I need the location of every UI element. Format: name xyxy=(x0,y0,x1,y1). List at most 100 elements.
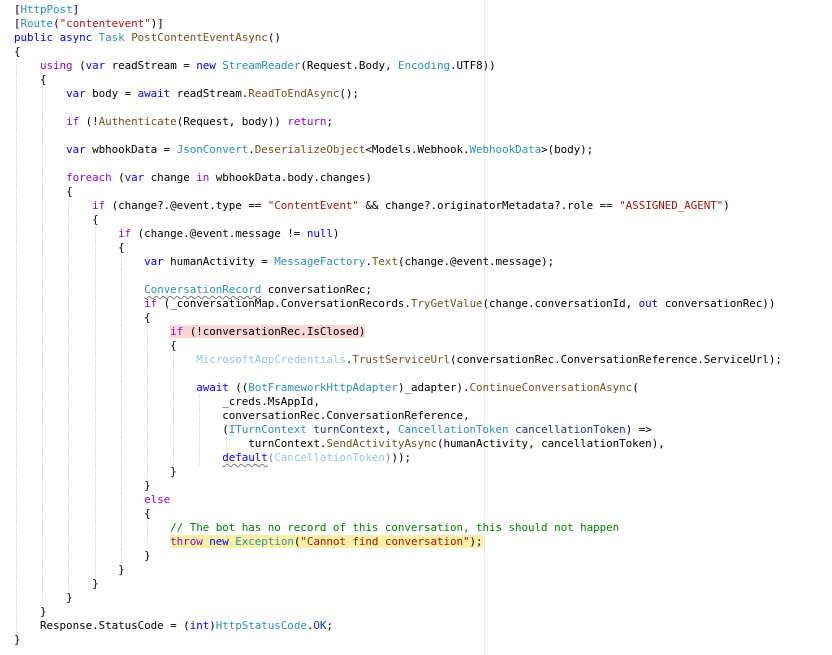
indent-guide xyxy=(42,451,44,465)
indent-guide xyxy=(16,297,17,311)
indent-guide xyxy=(147,521,148,535)
code-line[interactable]: } xyxy=(14,605,782,619)
code-token: readStream = xyxy=(105,59,197,72)
indent-guide xyxy=(68,409,70,423)
indent-guide xyxy=(16,129,17,143)
code-line[interactable]: if (change?.@event.type == "ContentEvent… xyxy=(14,199,782,213)
code-line-content: default(CancellationToken))); xyxy=(14,451,411,464)
code-line[interactable]: throw new Exception("Cannot find convers… xyxy=(14,535,782,549)
code-line[interactable]: { xyxy=(14,311,782,325)
code-line[interactable]: conversationRec.ConversationReference, xyxy=(14,409,782,423)
code-line[interactable]: public async Task PostContentEventAsync(… xyxy=(14,31,782,45)
code-line[interactable] xyxy=(14,269,782,283)
code-line[interactable]: turnContext.SendActivityAsync(humanActiv… xyxy=(14,437,782,451)
code-line[interactable] xyxy=(14,129,782,143)
code-line[interactable]: { xyxy=(14,45,782,59)
indent-guide xyxy=(16,465,17,479)
code-line[interactable]: } xyxy=(14,479,782,493)
code-token: await xyxy=(196,381,229,394)
code-token: } xyxy=(66,591,73,604)
indent-guide xyxy=(42,437,44,451)
code-line[interactable]: [Route("contentevent")] xyxy=(14,17,782,31)
indent-guide xyxy=(16,409,17,423)
code-line[interactable]: { xyxy=(14,73,782,87)
code-token: ( xyxy=(222,423,229,436)
indent-guide xyxy=(225,437,227,451)
code-line[interactable]: if (!Authenticate(Request, body)) return… xyxy=(14,115,782,129)
code-line[interactable]: if (!conversationRec.IsClosed) xyxy=(14,325,782,339)
code-token: "contentevent" xyxy=(59,17,151,30)
indent-guide xyxy=(42,87,44,101)
code-line-content: Response.StatusCode = (int)HttpStatusCod… xyxy=(14,619,333,632)
indent-guide xyxy=(173,437,175,451)
code-line[interactable]: Response.StatusCode = (int)HttpStatusCod… xyxy=(14,619,782,633)
code-line[interactable]: } xyxy=(14,549,782,563)
code-line[interactable]: if (_conversationMap.ConversationRecords… xyxy=(14,297,782,311)
code-line[interactable]: // The bot has no record of this convers… xyxy=(14,521,782,535)
code-line[interactable]: { xyxy=(14,339,782,353)
code-token: var xyxy=(66,87,86,100)
code-line[interactable]: } xyxy=(14,465,782,479)
indent-guide xyxy=(120,409,122,423)
code-token: Encoding xyxy=(397,59,451,72)
code-line[interactable]: _creds.MsAppId, xyxy=(14,395,782,409)
code-line-content: var wbhookData = JsonConvert.Deserialize… xyxy=(14,143,593,156)
code-line[interactable]: if (change.@event.message != null) xyxy=(14,227,782,241)
code-line[interactable]: (ITurnContext turnContext, CancellationT… xyxy=(14,423,782,437)
indent-guide xyxy=(16,73,17,87)
indent-guide xyxy=(16,101,17,115)
indent-guide xyxy=(16,395,17,409)
code-line[interactable]: var humanActivity = MessageFactory.Text(… xyxy=(14,255,782,269)
code-text-area[interactable]: [HttpPost][Route("contentevent")]public … xyxy=(14,3,782,647)
code-line[interactable]: foreach (var change in wbhookData.body.c… xyxy=(14,171,782,185)
code-line[interactable]: else xyxy=(14,493,782,507)
code-line[interactable]: var body = await readStream.ReadToEndAsy… xyxy=(14,87,782,101)
code-line[interactable] xyxy=(14,157,782,171)
indent-guide xyxy=(94,479,96,493)
indent-guide xyxy=(68,479,70,493)
code-line[interactable]: { xyxy=(14,241,782,255)
code-line[interactable] xyxy=(14,101,782,115)
code-line[interactable]: } xyxy=(14,633,782,647)
code-line[interactable]: [HttpPost] xyxy=(14,3,782,17)
code-token: turnContext. xyxy=(248,437,327,450)
code-line[interactable]: } xyxy=(14,591,782,605)
code-line[interactable]: } xyxy=(14,563,782,577)
code-line[interactable]: } xyxy=(14,577,782,591)
code-tokens: _creds.MsAppId, xyxy=(222,395,320,408)
code-line-content: { xyxy=(14,73,47,86)
code-line-content: public async Task PostContentEventAsync(… xyxy=(14,31,281,44)
indent-guide xyxy=(94,353,96,367)
code-token: var xyxy=(144,255,164,268)
indent-guide xyxy=(94,297,96,311)
indent-guide xyxy=(68,465,70,479)
code-token: } xyxy=(40,605,47,618)
code-token: "Cannot find conversation" xyxy=(300,535,470,548)
indent-guide xyxy=(68,395,70,409)
code-line[interactable]: var wbhookData = JsonConvert.Deserialize… xyxy=(14,143,782,157)
indent-guide xyxy=(68,367,70,381)
code-token: if xyxy=(118,227,132,240)
code-line[interactable]: default(CancellationToken))); xyxy=(14,451,782,465)
code-line-content: if (change?.@event.type == "ContentEvent… xyxy=(14,199,730,212)
code-line[interactable]: using (var readStream = new StreamReader… xyxy=(14,59,782,73)
indent-guide xyxy=(42,521,44,535)
code-line[interactable]: { xyxy=(14,213,782,227)
code-line[interactable]: MicrosoftAppCredentials.TrustServiceUrl(… xyxy=(14,353,782,367)
indent-guide xyxy=(42,479,44,493)
code-token: (!conversationRec.IsClosed) xyxy=(183,325,366,338)
code-line-content: if (change.@event.message != null) xyxy=(14,227,339,240)
code-line[interactable]: { xyxy=(14,507,782,521)
code-line[interactable]: ConversationRecord conversationRec; xyxy=(14,283,782,297)
code-line[interactable]: await ((BotFrameworkHttpAdapter)_adapter… xyxy=(14,381,782,395)
code-token: throw xyxy=(170,535,203,548)
code-tokens: } xyxy=(14,633,21,646)
code-token: var xyxy=(66,143,86,156)
code-line[interactable]: { xyxy=(14,185,782,199)
code-token: humanActivity = xyxy=(163,255,275,268)
code-line[interactable] xyxy=(14,367,782,381)
code-token: { xyxy=(92,213,99,226)
code-token: int xyxy=(189,619,210,632)
indent-guide xyxy=(42,353,44,367)
